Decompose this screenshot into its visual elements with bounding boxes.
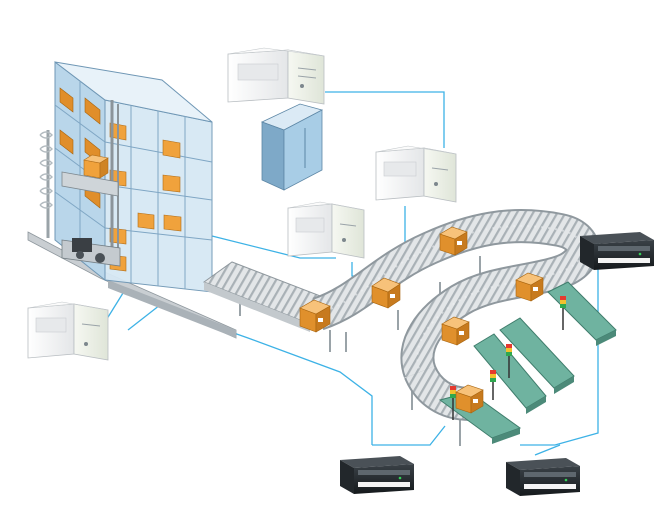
box-icon [162,139,181,159]
box-icon [441,316,470,346]
servo-controller [287,201,365,259]
control-cabinet [260,103,324,191]
box-icon [455,384,484,414]
servo-controller [27,301,109,361]
conveyor-cartons [299,226,544,414]
belt-icon [499,317,575,394]
box-icon [137,212,155,230]
box-icon [439,226,468,256]
signal-light-icon [560,296,566,330]
box-icon [371,277,401,309]
box-icon [299,299,331,333]
plc-icon [580,232,654,270]
signal-light-icon [450,386,456,420]
plc-unit [580,232,654,270]
network-wires [104,91,599,456]
plc-unit [340,456,414,494]
signal-towers [450,296,566,420]
servo-controller [227,47,325,105]
plc-icon [340,456,414,494]
servo-controller [375,145,457,203]
stacker-crane [39,100,121,267]
controller-icon [375,145,457,203]
box-icon [162,174,181,193]
controller-icon [227,47,325,105]
sorting-belts [438,281,617,444]
plc-icon [506,458,580,496]
belt-icon [473,333,547,414]
plc-unit [506,458,580,496]
belt-icon [547,281,617,346]
controller-icon [27,301,109,361]
signal-light-icon [506,344,512,378]
box-icon [83,154,109,179]
automated-storage-rack [27,60,237,339]
signal-light-icon [490,370,496,400]
box-icon [163,214,182,232]
controller-icon [287,201,365,259]
box-icon [515,272,544,302]
